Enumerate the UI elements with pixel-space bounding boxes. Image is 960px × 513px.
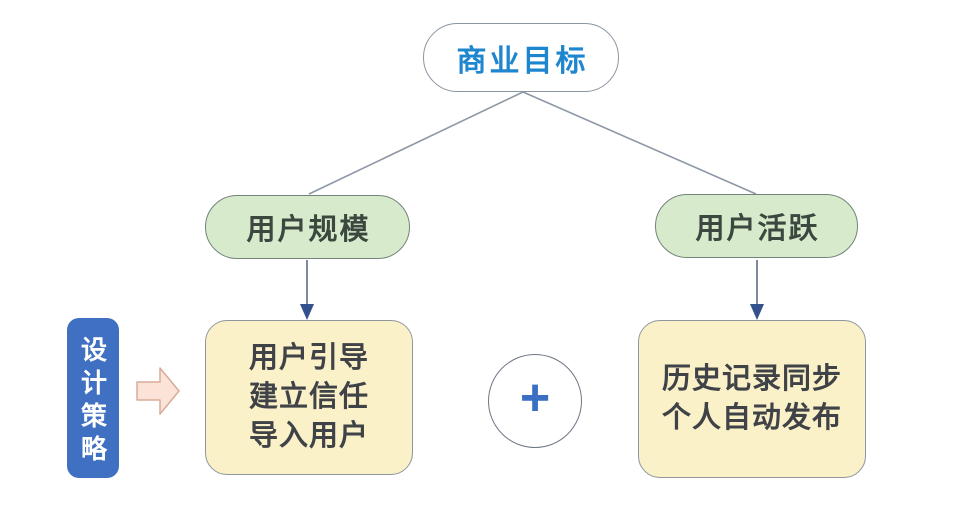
plus-icon: + — [519, 369, 551, 427]
strategy-box-line: 用户引导 — [248, 342, 369, 374]
root-node-label: 商业目标 — [456, 44, 589, 78]
strategy-arrow-icon — [136, 367, 180, 415]
strategy-box-line: 建立信任 — [248, 381, 369, 413]
branch-node-user-scale: 用户规模 — [205, 195, 410, 259]
edge-root-to-left-branch — [308, 91, 524, 195]
strategy-box-line: 个人自动发布 — [661, 402, 842, 434]
plus-circle-node: + — [488, 354, 582, 448]
strategy-box-user-onboarding: 用户引导 建立信任 导入用户 — [205, 320, 413, 475]
arrowhead-right-icon — [750, 304, 764, 320]
arrowhead-left-icon — [300, 304, 314, 320]
edge-root-to-right-branch — [522, 91, 757, 195]
design-strategy-label-box: 设计策略 — [67, 318, 119, 478]
strategy-box-history-sync: 历史记录同步 个人自动发布 — [638, 320, 866, 478]
strategy-box-line: 历史记录同步 — [661, 363, 842, 395]
branch-node-user-activity: 用户活跃 — [655, 194, 858, 258]
branch-node-label: 用户规模 — [246, 214, 371, 246]
branch-node-label: 用户活跃 — [695, 213, 820, 245]
strategy-box-line: 导入用户 — [248, 420, 369, 452]
root-node-business-goal: 商业目标 — [423, 23, 619, 92]
design-strategy-label: 设计策略 — [77, 335, 108, 468]
